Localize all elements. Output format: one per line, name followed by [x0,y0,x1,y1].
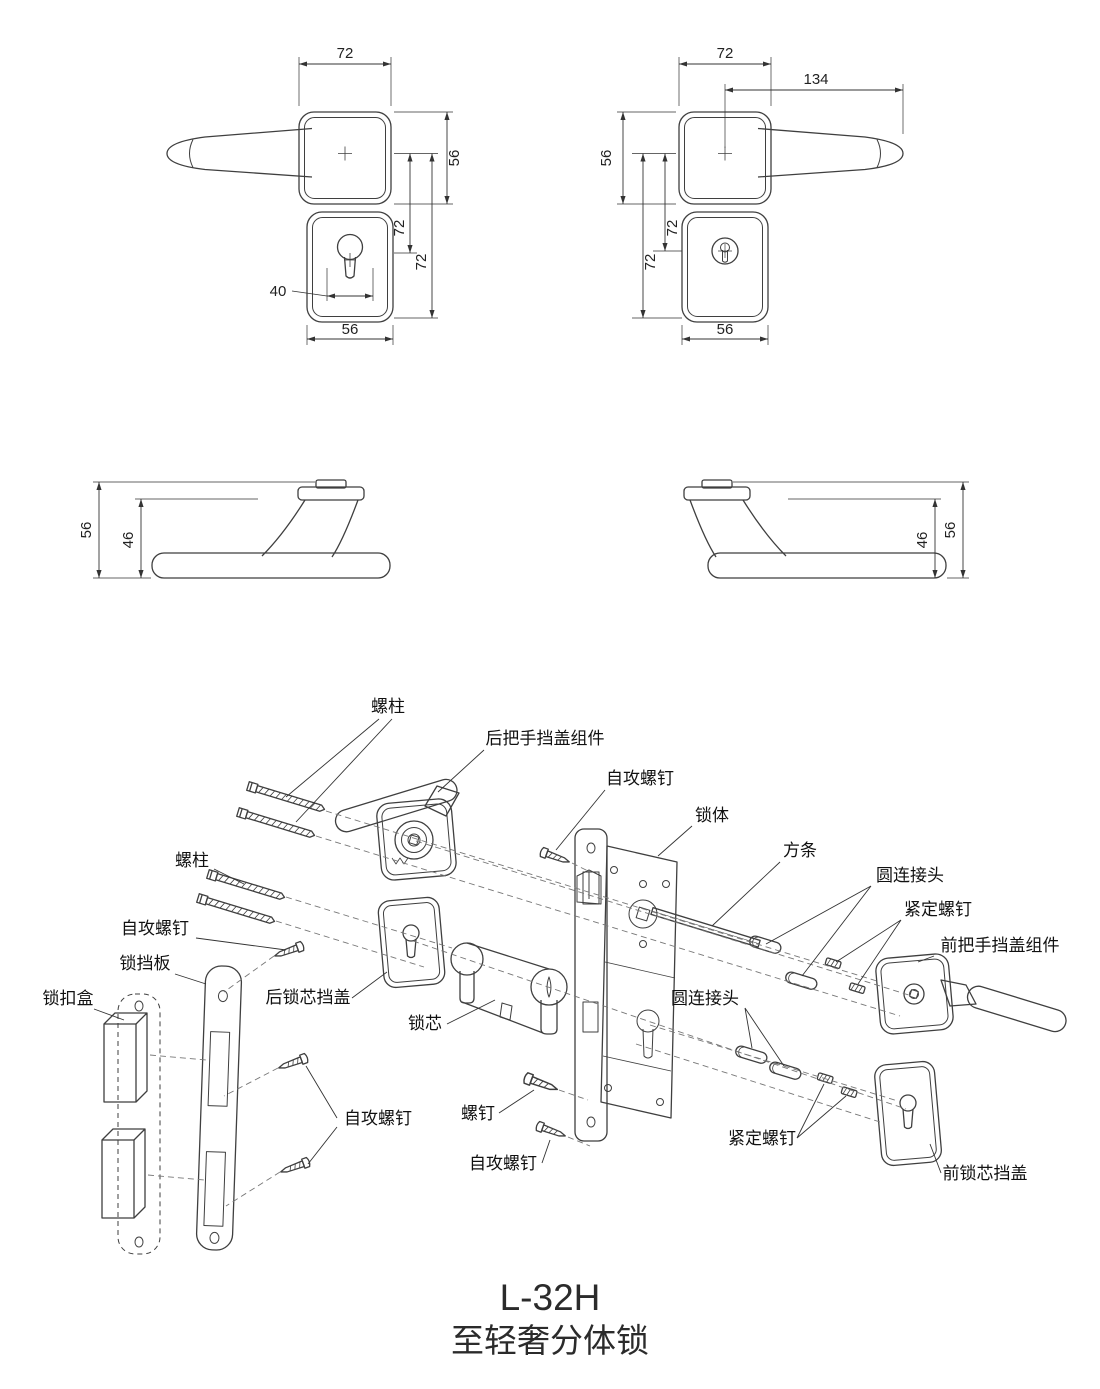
rear-handle-assembly [334,778,460,881]
strike-box [101,993,161,1255]
dim-rose-height-right: 56 [598,150,615,167]
label-self-tapping-screw-top: 自攻螺钉 [606,769,674,788]
label-stud-top: 螺柱 [371,697,405,716]
assembly-axis-lines [147,810,913,1207]
machine-screw [521,1071,560,1096]
label-set-screw-upper: 紧定螺钉 [904,900,972,919]
label-self-tapping-screw-bottom-center: 自攻螺钉 [469,1154,537,1173]
left-escutcheon [306,211,394,323]
dim-total-height-right: 56 [942,522,959,539]
dim-rose-width-left: 72 [337,45,354,62]
round-connector [733,1044,769,1066]
front-handle-assembly [875,953,1067,1035]
product-name: 至轻奢分体锁 [451,1322,649,1359]
self-tapping-screw [276,1052,310,1074]
self-tapping-screw [272,940,306,962]
left-handle-lever [166,127,313,178]
dim-c2c-a-right: 72 [664,220,681,237]
label-stud-left: 螺柱 [175,851,209,870]
set-screw [824,957,843,970]
center-cross [718,146,732,161]
dim-rose-width-right: 72 [717,45,734,62]
left-rose [298,111,392,205]
label-front-handle-assembly: 前把手挡盖组件 [941,936,1060,955]
stud [246,781,327,815]
view-side-right [683,479,947,579]
view-front-left [166,111,394,323]
dim-plate-width-right: 56 [717,321,734,338]
self-tapping-screw [538,846,572,868]
label-set-screw-lower: 紧定螺钉 [728,1129,796,1148]
dim-total-height-left: 56 [78,522,95,539]
square-spindle-bar [650,907,761,948]
strike-plate [195,965,243,1251]
dim-plate-width-left: 56 [342,321,359,338]
right-lever-side [707,552,947,579]
dim-c2c-a-left: 72 [391,220,408,237]
lock-body [574,828,678,1142]
label-front-cylinder-cover: 前锁芯挡盖 [943,1164,1028,1183]
lock-cylinder [450,942,568,1035]
label-strike-box: 锁扣盒 [43,989,94,1008]
exploded-view [101,778,1067,1255]
label-rear-handle-assembly: 后把手挡盖组件 [486,729,605,748]
left-lever-side [151,552,391,579]
dimension-lines [93,57,969,579]
right-cylinder-face [711,237,739,265]
view-front-right [678,111,904,323]
set-screw [848,982,867,995]
label-strike-plate: 锁挡板 [120,954,171,973]
dim-handle-length-right: 134 [803,71,828,88]
dim-lever-height-left: 46 [120,532,137,549]
set-screw [816,1072,835,1085]
self-tapping-screw [534,1120,568,1142]
dim-lever-height-right: 46 [914,532,931,549]
label-self-tapping-screw-bottom-left: 自攻螺钉 [344,1109,412,1128]
lock-case [600,845,678,1119]
label-screw: 螺钉 [461,1104,495,1123]
round-connector [783,970,819,992]
self-tapping-screw [278,1156,312,1178]
label-round-connector-lower: 圆连接头 [671,989,739,1008]
annotations: 72 56 40 72 72 56 72 134 56 72 72 56 56 … [43,45,1060,1359]
product-model: L-32H [500,1277,601,1318]
dim-keyhole-width-left: 40 [270,283,287,300]
latch-bolt [576,869,602,905]
front-cylinder-cover [874,1060,942,1167]
stud [206,869,287,903]
right-escutcheon [681,211,769,323]
label-round-connector-upper: 圆连接头 [876,866,944,885]
rear-cylinder-cover [377,896,446,989]
label-rear-cylinder-cover: 后锁芯挡盖 [266,988,351,1007]
dim-c2c-b-right: 72 [642,254,659,271]
label-cylinder: 锁芯 [408,1014,442,1033]
set-screw [840,1086,859,1099]
dim-rose-height-left: 56 [446,150,463,167]
leader-lines [93,718,942,1174]
label-square-spindle: 方条 [783,841,817,860]
view-side-left [151,479,391,579]
center-cross [338,146,352,161]
label-lock-body: 锁体 [695,806,729,825]
stud [236,807,317,841]
faceplate [574,828,608,1142]
stud [196,893,277,927]
dim-c2c-b-left: 72 [413,254,430,271]
right-handle-lever [757,127,904,178]
label-self-tapping-screw-left: 自攻螺钉 [121,919,189,938]
